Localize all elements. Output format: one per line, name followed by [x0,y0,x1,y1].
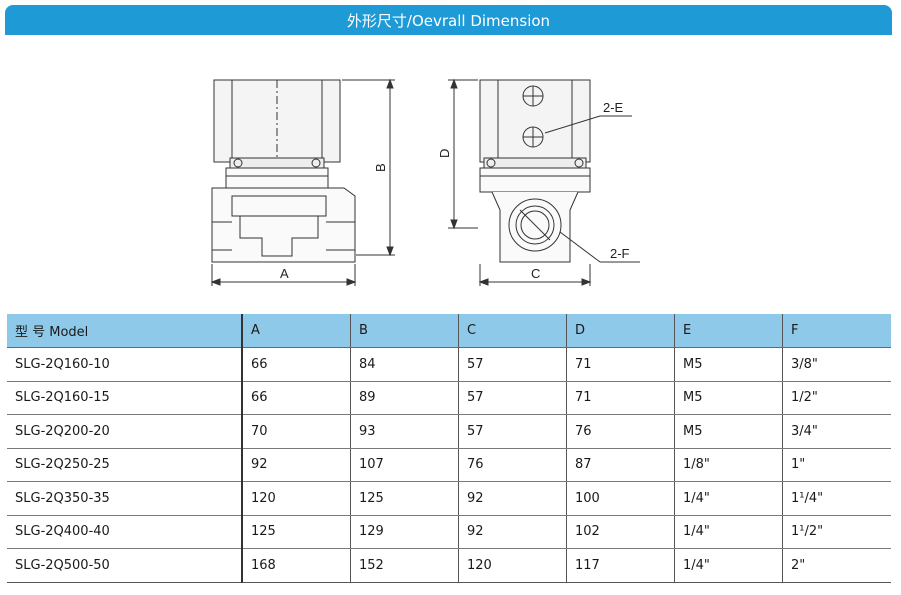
cell-d: 71 [566,381,675,415]
table-row: SLG-2Q500-50 168 152 120 117 1/4" 2" [7,548,891,583]
cell-c: 92 [458,481,567,516]
port-e-label: 2-E [603,100,624,115]
cell-model: SLG-2Q160-15 [7,381,243,415]
cell-d: 71 [566,347,675,382]
cell-a: 92 [242,448,351,482]
cell-c: 57 [458,347,567,382]
cell-c: 120 [458,548,567,583]
dimension-d-label: D [437,149,452,158]
cell-model: SLG-2Q350-35 [7,481,243,516]
cell-a: 168 [242,548,351,583]
port-f-label: 2-F [610,246,630,261]
cell-e: M5 [674,414,783,449]
cell-c: 57 [458,414,567,449]
cell-e: 1/8" [674,448,783,482]
cell-e: 1/4" [674,548,783,583]
table-row: SLG-2Q400-40 125 129 92 102 1/4" 1¹/2" [7,515,891,549]
front-view [210,78,395,286]
cell-c: 76 [458,448,567,482]
cell-d: 76 [566,414,675,449]
cell-f: 2" [782,548,891,583]
cell-b: 89 [350,381,459,415]
header-f: F [782,314,891,348]
dimension-b-label: B [373,163,388,172]
side-view [448,78,640,286]
cell-a: 70 [242,414,351,449]
header-model: 型 号 Model [7,314,243,348]
table-row: SLG-2Q160-15 66 89 57 71 M5 1/2" [7,381,891,415]
cell-f: 1¹/2" [782,515,891,549]
cell-f: 1/2" [782,381,891,415]
table-row: SLG-2Q160-10 66 84 57 71 M5 3/8" [7,347,891,382]
cell-b: 129 [350,515,459,549]
cell-f: 3/8" [782,347,891,382]
cell-d: 117 [566,548,675,583]
section-title: 外形尺寸/Oevrall Dimension [346,11,551,30]
table-row: SLG-2Q200-20 70 93 57 76 M5 3/4" [7,414,891,449]
cell-f: 1" [782,448,891,482]
cell-b: 107 [350,448,459,482]
cell-d: 102 [566,515,675,549]
cell-model: SLG-2Q250-25 [7,448,243,482]
dimension-a-label: A [280,266,289,281]
cell-a: 66 [242,381,351,415]
header-d: D [566,314,675,348]
cell-d: 100 [566,481,675,516]
dimension-c-label: C [531,266,540,281]
cell-a: 125 [242,515,351,549]
cell-f: 1¹/4" [782,481,891,516]
table-row: SLG-2Q250-25 92 107 76 87 1/8" 1" [7,448,891,482]
header-b: B [350,314,459,348]
table-row: SLG-2Q350-35 120 125 92 100 1/4" 1¹/4" [7,481,891,516]
cell-b: 152 [350,548,459,583]
cell-model: SLG-2Q200-20 [7,414,243,449]
header-e: E [674,314,783,348]
cell-model: SLG-2Q400-40 [7,515,243,549]
table-header-row: 型 号 Model A B C D E F [7,314,891,348]
cell-model: SLG-2Q160-10 [7,347,243,382]
cell-b: 93 [350,414,459,449]
cell-model: SLG-2Q500-50 [7,548,243,583]
cell-b: 84 [350,347,459,382]
cell-a: 120 [242,481,351,516]
cell-e: M5 [674,381,783,415]
section-title-bar: 外形尺寸/Oevrall Dimension [5,5,892,35]
dimension-drawing: A B 2- [210,78,640,286]
header-a: A [242,314,351,348]
header-c: C [458,314,567,348]
cell-b: 125 [350,481,459,516]
cell-c: 57 [458,381,567,415]
cell-e: 1/4" [674,515,783,549]
cell-e: M5 [674,347,783,382]
cell-f: 3/4" [782,414,891,449]
cell-d: 87 [566,448,675,482]
cell-a: 66 [242,347,351,382]
cell-c: 92 [458,515,567,549]
dimension-table: 型 号 Model A B C D E F SLG-2Q160-10 66 84… [7,314,891,583]
cell-e: 1/4" [674,481,783,516]
